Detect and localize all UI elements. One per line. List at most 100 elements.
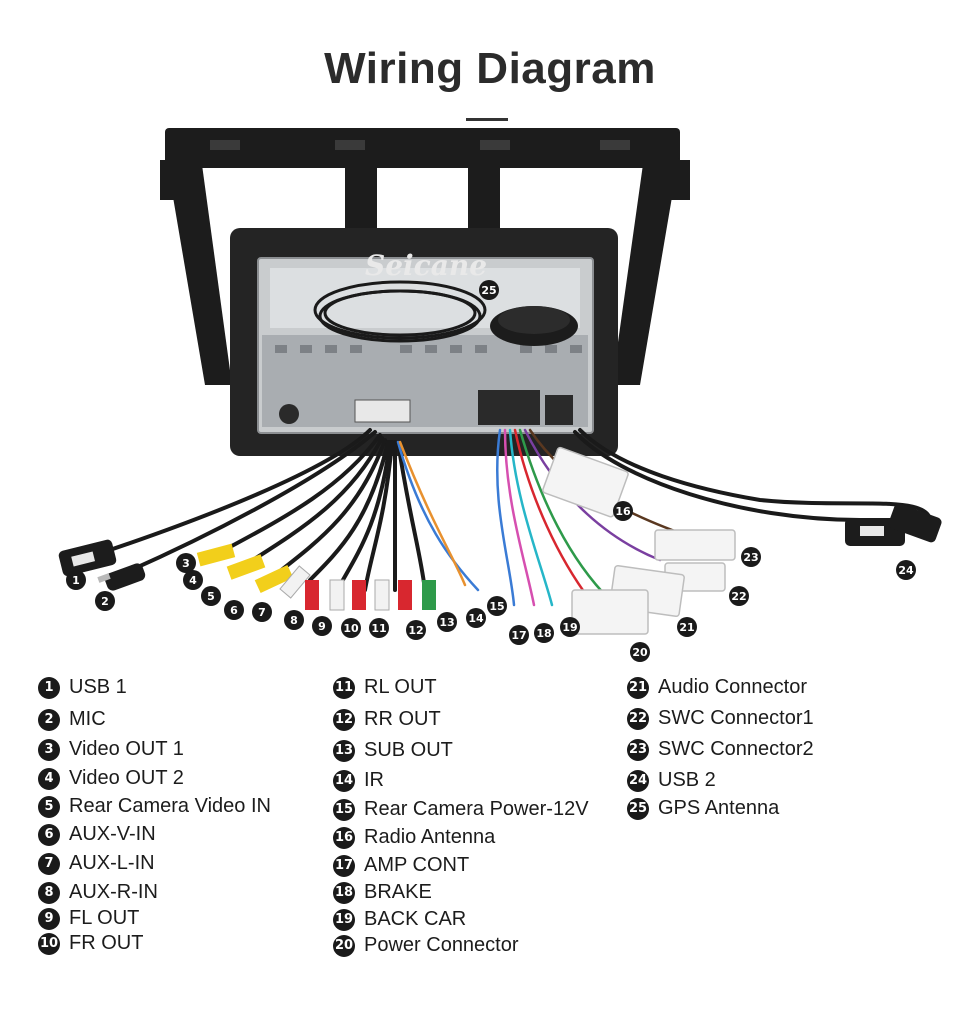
svg-text:22: 22 bbox=[731, 590, 746, 603]
number-badge: 2 bbox=[38, 708, 60, 731]
svg-text:10: 10 bbox=[343, 622, 359, 635]
legend-item-power-connector: 20 Power Connector bbox=[333, 934, 519, 957]
legend-item-rr-out: 12 RR OUT bbox=[333, 708, 441, 731]
number-badge: 6 bbox=[38, 823, 60, 846]
callout-7: 7 bbox=[252, 602, 272, 622]
number-badge: 17 bbox=[333, 854, 355, 877]
svg-text:4: 4 bbox=[189, 574, 197, 587]
callout-17: 17 bbox=[509, 625, 529, 645]
legend-label: Rear Camera Power-12V bbox=[364, 798, 589, 820]
legend-label: Audio Connector bbox=[658, 676, 807, 698]
number-badge: 9 bbox=[38, 907, 60, 930]
number-badge: 5 bbox=[38, 795, 60, 818]
callout-11: 11 bbox=[369, 618, 389, 638]
svg-text:12: 12 bbox=[408, 624, 423, 637]
head-unit-body bbox=[257, 257, 594, 434]
brand-watermark: Seicane bbox=[365, 249, 487, 282]
legend-item-rear-camera-video-in: 5 Rear Camera Video IN bbox=[38, 795, 271, 818]
callout-24: 24 bbox=[896, 560, 916, 580]
number-badge: 15 bbox=[333, 798, 355, 821]
number-badge: 12 bbox=[333, 708, 355, 731]
legend-item-rl-out: 11 RL OUT bbox=[333, 676, 437, 699]
svg-text:18: 18 bbox=[536, 627, 551, 640]
legend-item-amp-cont: 17 AMP CONT bbox=[333, 854, 469, 877]
callout-14: 14 bbox=[466, 608, 486, 628]
number-badge: 8 bbox=[38, 881, 60, 904]
number-badge: 22 bbox=[627, 707, 649, 730]
number-badge: 14 bbox=[333, 769, 355, 792]
svg-text:25: 25 bbox=[481, 284, 496, 297]
number-badge: 11 bbox=[333, 676, 355, 699]
svg-text:1: 1 bbox=[72, 574, 80, 587]
svg-text:15: 15 bbox=[489, 600, 504, 613]
legend-label: SWC Connector2 bbox=[658, 738, 814, 760]
number-badge: 1 bbox=[38, 676, 60, 699]
svg-text:21: 21 bbox=[679, 621, 694, 634]
legend-item-aux-l-in: 7 AUX-L-IN bbox=[38, 852, 155, 875]
callout-15: 15 bbox=[487, 596, 507, 616]
svg-text:23: 23 bbox=[743, 551, 758, 564]
number-badge: 19 bbox=[333, 908, 355, 931]
legend-label: AUX-L-IN bbox=[69, 852, 155, 874]
callout-2: 2 bbox=[95, 591, 115, 611]
svg-text:20: 20 bbox=[632, 646, 648, 659]
number-badge: 10 bbox=[38, 932, 60, 955]
number-badge: 13 bbox=[333, 739, 355, 762]
wiring-diagram: Seicane bbox=[58, 128, 942, 662]
legend-label: RL OUT bbox=[364, 676, 437, 698]
legend-label: Power Connector bbox=[364, 934, 519, 956]
legend-label: Rear Camera Video IN bbox=[69, 795, 271, 817]
callout-25: 25 bbox=[479, 280, 499, 300]
svg-text:24: 24 bbox=[898, 564, 914, 577]
svg-text:9: 9 bbox=[318, 620, 326, 633]
callout-20: 20 bbox=[630, 642, 650, 662]
svg-text:14: 14 bbox=[468, 612, 484, 625]
usb1-plug bbox=[58, 539, 117, 577]
callout-8: 8 bbox=[284, 610, 304, 630]
svg-text:8: 8 bbox=[290, 614, 298, 627]
legend-label: USB 1 bbox=[69, 676, 127, 698]
legend-label: RR OUT bbox=[364, 708, 441, 730]
legend-label: BACK CAR bbox=[364, 908, 467, 930]
legend-item-audio-connector: 21 Audio Connector bbox=[627, 676, 807, 699]
svg-text:16: 16 bbox=[615, 505, 631, 518]
legend-label: Video OUT 2 bbox=[69, 767, 184, 789]
legend-item-swc-connector1: 22 SWC Connector1 bbox=[627, 707, 814, 730]
legend-label: SWC Connector1 bbox=[658, 707, 814, 729]
callout-18: 18 bbox=[534, 623, 554, 643]
legend-item-swc-connector2: 23 SWC Connector2 bbox=[627, 738, 814, 761]
number-badge: 25 bbox=[627, 797, 649, 820]
mic-plug bbox=[97, 563, 146, 591]
number-badge: 7 bbox=[38, 852, 60, 875]
number-badge: 21 bbox=[627, 676, 649, 699]
legend-item-rear-camera-power: 15 Rear Camera Power-12V bbox=[333, 798, 589, 821]
svg-text:19: 19 bbox=[562, 621, 577, 634]
number-badge: 23 bbox=[627, 738, 649, 761]
rca-plugs bbox=[196, 543, 436, 611]
legend-item-radio-antenna: 16 Radio Antenna bbox=[333, 826, 495, 849]
legend-label: Radio Antenna bbox=[364, 826, 496, 848]
legend-item-usb1: 1 USB 1 bbox=[38, 676, 127, 699]
callout-3: 3 bbox=[176, 553, 196, 573]
svg-text:13: 13 bbox=[439, 616, 454, 629]
legend-item-gps-antenna: 25 GPS Antenna bbox=[627, 797, 779, 820]
svg-text:6: 6 bbox=[230, 604, 238, 617]
callout-23: 23 bbox=[741, 547, 761, 567]
legend-label: AMP CONT bbox=[364, 854, 470, 876]
number-badge: 20 bbox=[333, 934, 355, 957]
callout-6: 6 bbox=[224, 600, 244, 620]
callout-16: 16 bbox=[613, 501, 633, 521]
white-connectors bbox=[542, 446, 736, 635]
callout-12: 12 bbox=[406, 620, 426, 640]
number-badge: 16 bbox=[333, 826, 355, 849]
legend-item-back-car: 19 BACK CAR bbox=[333, 908, 466, 931]
harness-cables bbox=[93, 428, 933, 592]
legend-label: GPS Antenna bbox=[658, 797, 780, 819]
callout-22: 22 bbox=[729, 586, 749, 606]
callout-markers: 1 2 3 4 5 6 7 8 9 10 11 12 13 14 15 16 1… bbox=[66, 280, 916, 662]
legend-label: FR OUT bbox=[69, 932, 144, 954]
